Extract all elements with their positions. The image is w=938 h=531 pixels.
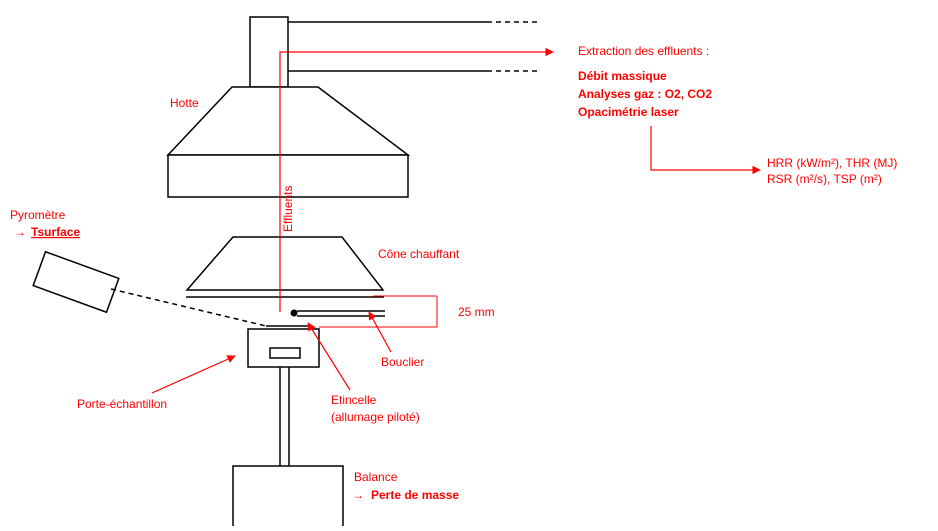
heating-cone bbox=[185, 236, 385, 291]
sample-holder-slot bbox=[269, 347, 301, 359]
results-arrow bbox=[650, 126, 761, 175]
spark-arrow bbox=[307, 322, 351, 391]
label-gas-analysis: Analyses gaz : O2, CO2 bbox=[578, 87, 712, 101]
label-hood: Hotte bbox=[170, 96, 199, 110]
label-mass-loss: Perte de masse bbox=[371, 488, 459, 502]
label-tsurface: Tsurface bbox=[31, 225, 80, 239]
label-extraction: Extraction des effluents : bbox=[578, 44, 709, 58]
shield-arrow bbox=[368, 311, 392, 353]
label-spark: Etincelle bbox=[331, 393, 377, 407]
label-effluents: Effluents bbox=[281, 186, 295, 232]
effluent-flow-arrow bbox=[279, 47, 554, 312]
pyrometer bbox=[32, 250, 120, 314]
sample-holder-arrow bbox=[151, 355, 236, 394]
label-rsr-tsp: RSR (m²/s), TSP (m²) bbox=[767, 172, 882, 186]
label-heating-cone: Cône chauffant bbox=[378, 247, 460, 261]
label-shield: Bouclier bbox=[381, 355, 424, 369]
hood-skirt bbox=[167, 154, 409, 198]
label-mass-loss-arrow: → bbox=[352, 488, 364, 502]
spark-igniter bbox=[290, 309, 298, 317]
pyrometer-sightline bbox=[110, 288, 267, 327]
label-pyrometer: Pyromètre bbox=[10, 208, 66, 222]
label-hrr-thr: HRR (kW/m²), THR (MJ) bbox=[767, 156, 897, 170]
hood-cone bbox=[166, 86, 411, 156]
label-balance: Balance bbox=[354, 470, 398, 484]
label-laser-opacimetry: Opacimétrie laser bbox=[578, 105, 679, 119]
balance bbox=[232, 465, 344, 529]
label-sample-holder: Porte-échantillon bbox=[77, 397, 167, 411]
label-tsurface-arrow: → bbox=[14, 225, 26, 239]
label-25mm: 25 mm bbox=[458, 305, 495, 319]
label-piloted-ignition: (allumage piloté) bbox=[331, 410, 420, 424]
label-mass-flow: Débit massique bbox=[578, 69, 667, 83]
